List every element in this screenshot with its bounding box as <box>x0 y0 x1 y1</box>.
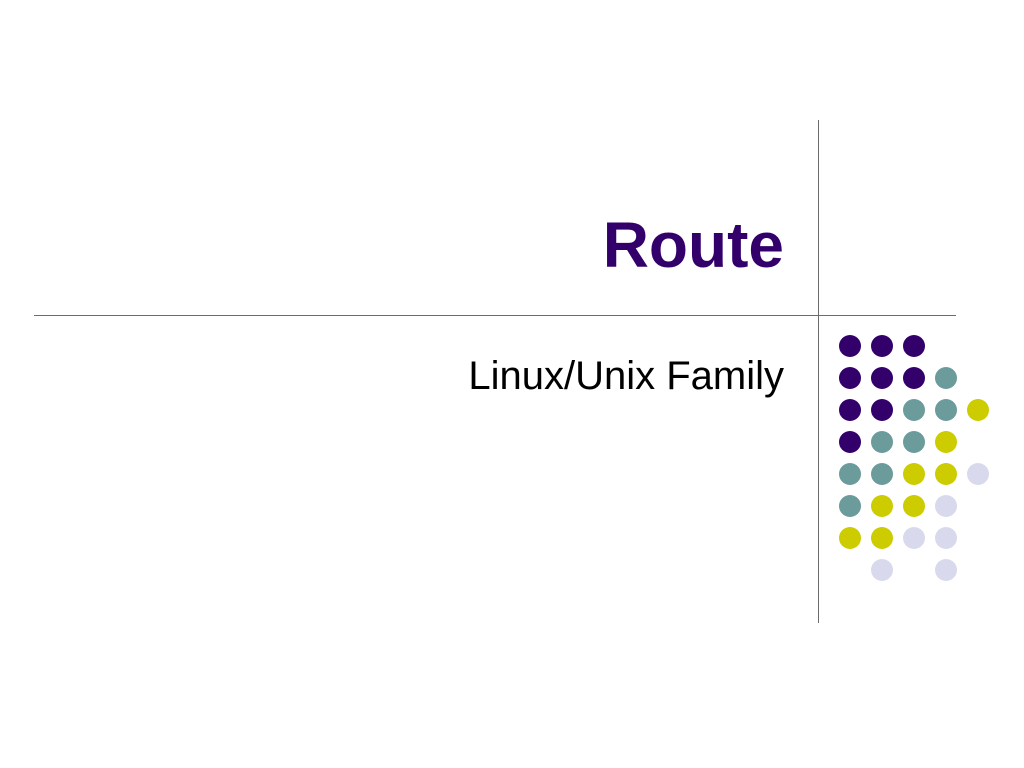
decorative-dot <box>871 559 893 581</box>
decorative-dot <box>839 335 861 357</box>
decorative-dot <box>935 463 957 485</box>
decorative-dot <box>935 399 957 421</box>
decorative-dot <box>903 495 925 517</box>
decorative-dot <box>967 399 989 421</box>
decorative-dot <box>903 335 925 357</box>
decorative-dot <box>839 495 861 517</box>
decorative-dot <box>839 527 861 549</box>
decorative-dot <box>871 399 893 421</box>
slide-title: Route <box>602 209 784 281</box>
decorative-dot <box>935 495 957 517</box>
decorative-dot <box>903 463 925 485</box>
decorative-dot <box>935 527 957 549</box>
decorative-dot <box>903 367 925 389</box>
slide-subtitle: Linux/Unix Family <box>468 354 784 398</box>
decorative-dot <box>871 495 893 517</box>
decorative-dot <box>903 399 925 421</box>
decorative-dot <box>903 527 925 549</box>
decorative-dot <box>871 335 893 357</box>
decorative-dot <box>871 463 893 485</box>
decorative-dot <box>935 431 957 453</box>
horizontal-divider <box>34 315 956 316</box>
decorative-dot <box>967 463 989 485</box>
decorative-dot <box>839 399 861 421</box>
decorative-dot <box>935 559 957 581</box>
decorative-dot <box>839 463 861 485</box>
decorative-dot <box>903 431 925 453</box>
decorative-dot <box>839 431 861 453</box>
vertical-divider <box>818 120 819 623</box>
decorative-dot <box>935 367 957 389</box>
decorative-dot <box>871 527 893 549</box>
decorative-dot <box>871 367 893 389</box>
decorative-dot <box>871 431 893 453</box>
decorative-dot <box>839 367 861 389</box>
